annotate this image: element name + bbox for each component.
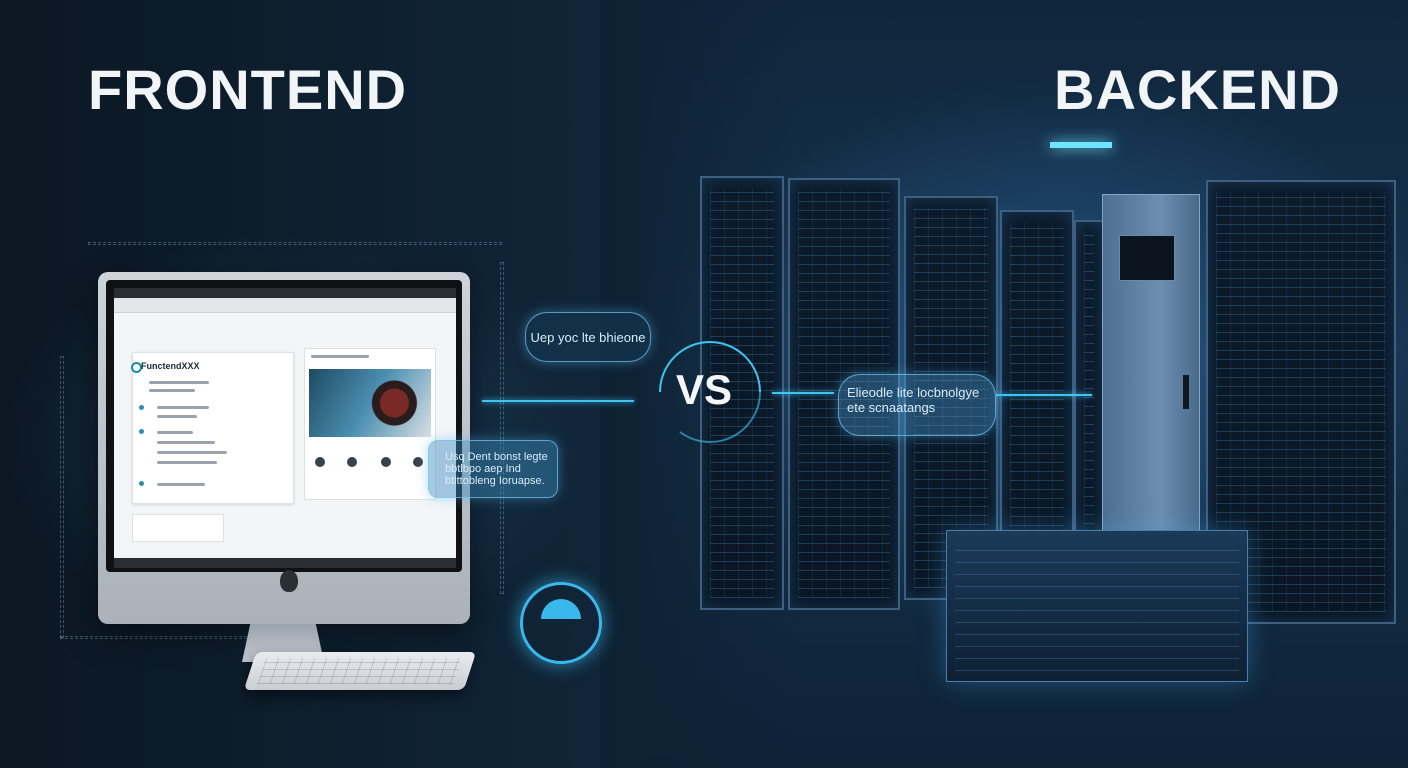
frame-guide — [60, 356, 64, 638]
media-icon — [347, 457, 357, 467]
screen-taskbar — [114, 558, 456, 568]
imac-screen: FunctendXXX — [114, 288, 456, 568]
arrow-icon — [996, 394, 1092, 396]
server-floor-unit — [946, 530, 1248, 682]
media-icon — [413, 457, 423, 467]
imac-body: FunctendXXX — [98, 272, 470, 624]
double-arrow-icon — [482, 400, 634, 402]
speech-bubble: Uep yoc lte bhieone — [525, 312, 651, 362]
media-icon — [315, 457, 325, 467]
screen-hero-image — [309, 369, 431, 437]
server-rack — [788, 178, 900, 610]
frontend-title: FRONTEND — [88, 58, 408, 121]
vs-label: VS — [676, 366, 733, 413]
cyber-shield-icon — [520, 582, 602, 664]
speech-bubble: Usq Dent bonst legte bbtlbpo aep Ind btl… — [428, 440, 558, 498]
cabinet-handle — [1183, 375, 1189, 409]
server-rack — [1074, 220, 1104, 554]
brand-logo-icon — [131, 362, 142, 373]
server-rack — [1000, 210, 1074, 574]
apple-logo-icon — [280, 570, 298, 592]
frame-guide — [60, 636, 262, 639]
imac-computer: FunctendXXX — [98, 272, 472, 662]
screen-toolbar — [114, 298, 456, 313]
double-arrow-icon — [772, 392, 834, 394]
ceiling-light — [1050, 142, 1112, 148]
cabinet-display — [1119, 235, 1175, 281]
vs-ring-icon — [659, 341, 761, 443]
backend-title: BACKEND — [1054, 58, 1341, 121]
screen-menubar — [114, 288, 456, 298]
keyboard — [243, 652, 477, 690]
speech-bubble: Elieodle lite locbnolgye ete scnaatangs — [838, 374, 996, 436]
screen-content-card: FunctendXXX — [131, 352, 294, 504]
screen-brand: FunctendXXX — [141, 361, 200, 371]
frame-guide — [88, 242, 502, 245]
frame-guide — [500, 262, 504, 594]
screen-media-panel — [304, 348, 436, 500]
screen-footer-card — [132, 514, 224, 542]
media-icon — [381, 457, 391, 467]
